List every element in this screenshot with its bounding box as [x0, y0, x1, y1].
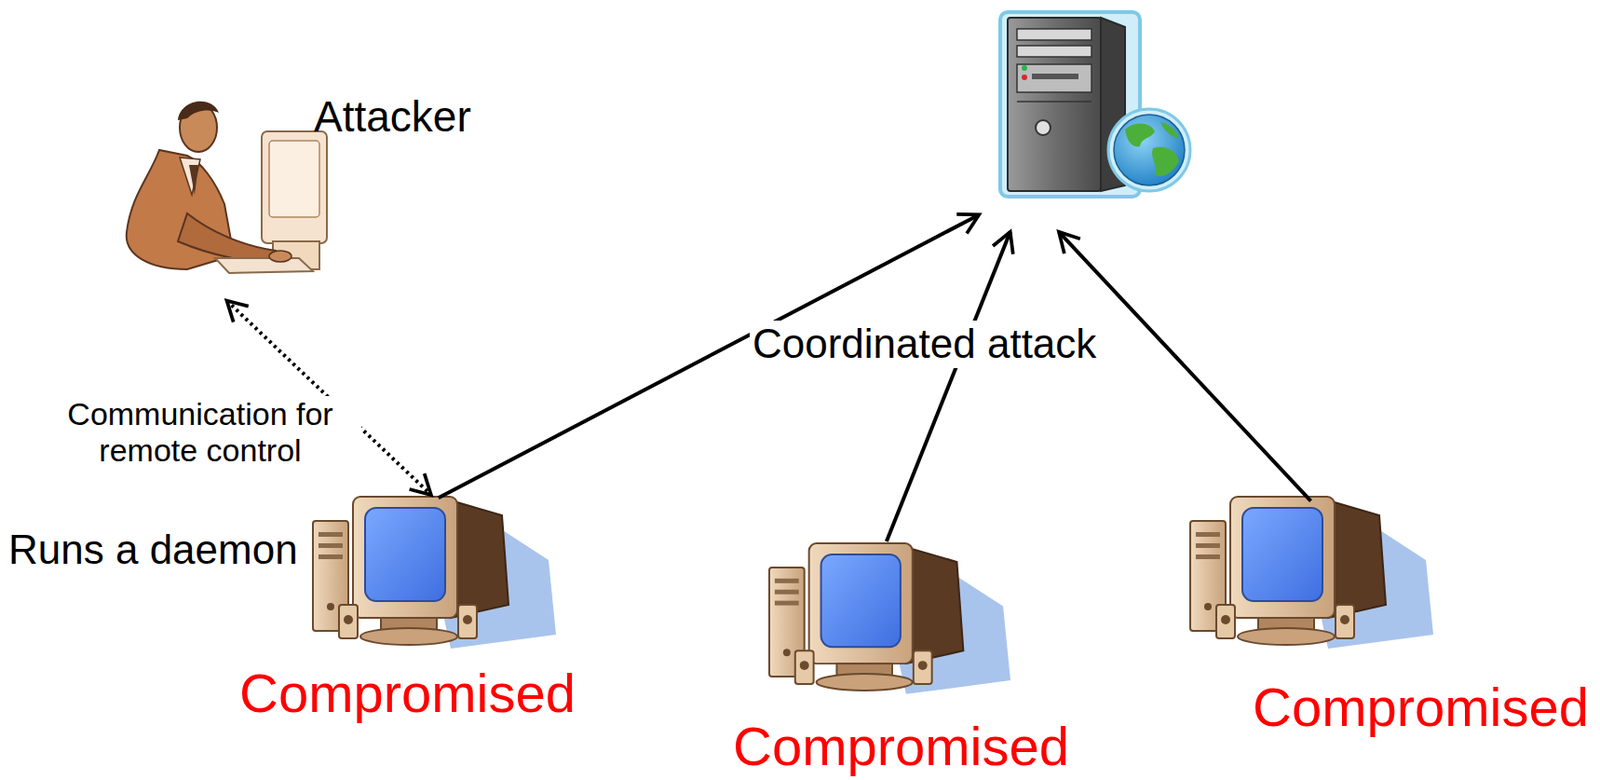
computer-icon: [1190, 496, 1434, 649]
computer-icon: [312, 496, 556, 649]
computer-node: Runs a daemonCompromised: [311, 494, 556, 649]
computer-icon: [769, 542, 1011, 694]
status-label: Compromised: [239, 663, 576, 723]
attacker-figure: [126, 101, 327, 273]
node-label: Attacker: [313, 93, 472, 141]
computer-node: Compromised: [767, 541, 1011, 694]
attack-arrow: [886, 231, 1011, 542]
web-server-icon: [1000, 12, 1191, 197]
computer-node: Compromised: [1188, 494, 1434, 649]
edge-label: Communication for remote control: [39, 395, 362, 469]
attacker-node: Attacker: [122, 92, 332, 291]
status-label: Compromised: [1252, 677, 1589, 737]
status-label: Compromised: [732, 716, 1070, 776]
node-note: Runs a daemon: [8, 527, 299, 572]
server-node: [994, 8, 1190, 200]
diagram-label: Coordinated attack: [749, 320, 1099, 368]
